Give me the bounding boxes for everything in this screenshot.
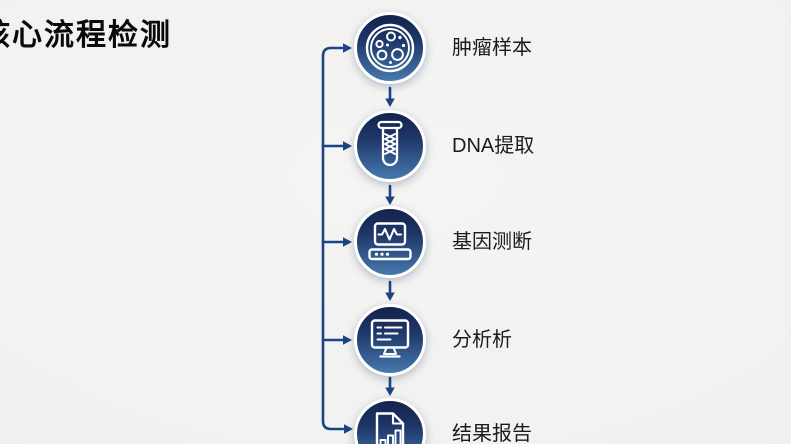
flow-step-node-tumor-sample (354, 12, 426, 84)
flow-step-node-dna-extraction (354, 110, 426, 182)
petri-dish-icon (365, 23, 415, 73)
step-label-tumor-sample: 肿瘤样本 (452, 37, 532, 59)
flow-step-node-gene-sequencing (354, 206, 426, 278)
step-label-gene-sequencing: 基因测断 (452, 231, 532, 253)
step-label-result-report: 结果报告 (452, 423, 532, 444)
page-title: 核心流程检测 (0, 19, 172, 52)
step-label-dna-extraction: DNA提取 (452, 135, 535, 157)
analysis-monitor-icon (370, 319, 410, 358)
test-tube-dna-icon (377, 120, 403, 167)
report-document-icon (375, 412, 405, 444)
flow-step-node-analysis (354, 304, 426, 376)
step-label-analysis: 分析析 (452, 329, 512, 351)
flow-step-node-result-report (354, 398, 426, 444)
sequencer-machine-icon (368, 222, 412, 261)
